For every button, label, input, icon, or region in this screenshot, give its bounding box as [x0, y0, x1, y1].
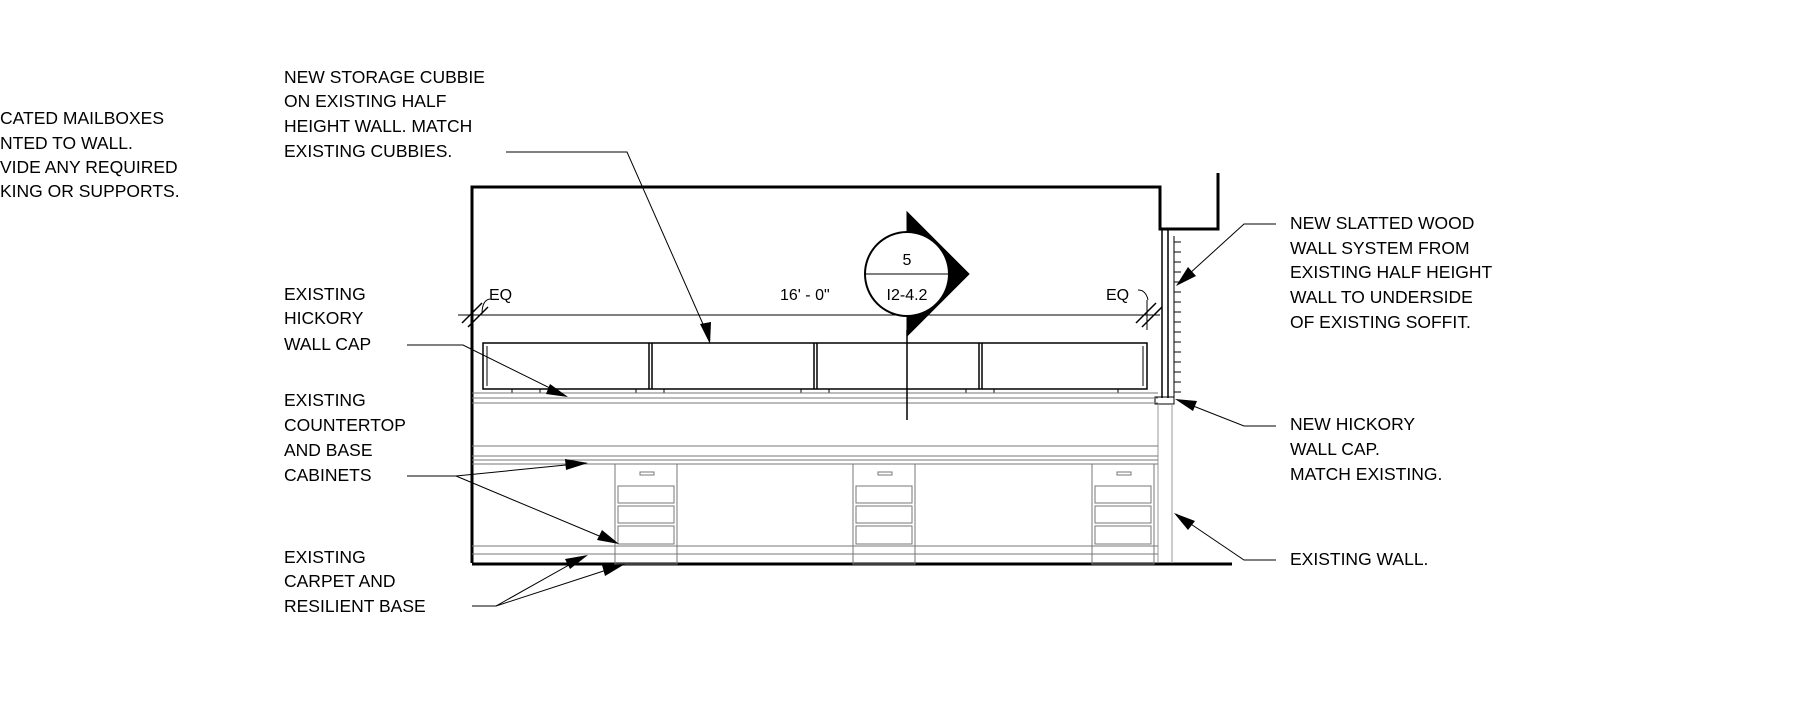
note-mailboxes: CATED MAILBOXES NTED TO WALL. VIDE ANY R…: [0, 108, 180, 201]
note-countertop-line-4: CABINETS: [284, 465, 372, 485]
note-carpet: EXISTING CARPET AND RESILIENT BASE: [284, 547, 426, 616]
note-wall-cap-existing-line-1: EXISTING: [284, 284, 366, 304]
note-storage-cubbie-line-4: EXISTING CUBBIES.: [284, 141, 452, 161]
note-storage-cubbie-line-1: NEW STORAGE CUBBIE: [284, 67, 485, 87]
leader-wall-cap-new: [1175, 399, 1276, 427]
slatted-wood-wall: [1154, 229, 1181, 563]
note-storage-cubbie-line-3: HEIGHT WALL. MATCH: [284, 116, 472, 136]
note-carpet-line-2: CARPET AND: [284, 571, 396, 591]
note-slatted-wood-line-3: EXISTING HALF HEIGHT: [1290, 262, 1493, 282]
note-wall-cap-new: NEW HICKORY WALL CAP. MATCH EXISTING.: [1290, 414, 1442, 484]
note-slatted-wood-line-2: WALL SYSTEM FROM: [1290, 238, 1470, 258]
base-cabinet-2: [852, 463, 916, 565]
base-cabinet-3: [1091, 463, 1155, 565]
note-countertop-line-1: EXISTING: [284, 390, 366, 410]
dimension-eq-left: EQ: [489, 287, 512, 304]
dimension-eq-right: EQ: [1106, 287, 1129, 304]
note-storage-cubbie: NEW STORAGE CUBBIE ON EXISTING HALF HEIG…: [284, 67, 485, 161]
note-mailboxes-line-4: KING OR SUPPORTS.: [0, 181, 180, 201]
leader-slatted-wood: [1176, 223, 1276, 286]
note-slatted-wood-line-5: OF EXISTING SOFFIT.: [1290, 312, 1471, 332]
leader-existing-wall: [1174, 513, 1276, 561]
note-slatted-wood-line-1: NEW SLATTED WOOD: [1290, 213, 1474, 233]
note-carpet-line-1: EXISTING: [284, 547, 366, 567]
note-existing-wall-line-1: EXISTING WALL.: [1290, 549, 1428, 569]
note-slatted-wood: NEW SLATTED WOOD WALL SYSTEM FROM EXISTI…: [1290, 213, 1493, 332]
note-carpet-line-3: RESILIENT BASE: [284, 596, 426, 616]
section-number: 5: [903, 252, 912, 269]
leader-carpet: [472, 555, 625, 607]
leader-countertop: [407, 459, 619, 544]
note-existing-wall: EXISTING WALL.: [1290, 549, 1428, 569]
section-sheet: I2-4.2: [887, 287, 928, 304]
note-countertop: EXISTING COUNTERTOP AND BASE CABINETS: [284, 390, 406, 485]
note-slatted-wood-line-4: WALL TO UNDERSIDE: [1290, 287, 1473, 307]
note-wall-cap-new-line-2: WALL CAP.: [1290, 439, 1380, 459]
wall-outline: [470, 173, 1232, 566]
leader-storage-cubbie: [506, 151, 711, 344]
base-cabinet-1: [614, 463, 678, 565]
note-countertop-line-3: AND BASE: [284, 440, 373, 460]
new-wall-cap: [1154, 396, 1175, 405]
storage-cubbies: [482, 342, 1148, 393]
note-mailboxes-line-3: VIDE ANY REQUIRED: [0, 157, 178, 177]
section-marker: 5 I2-4.2: [864, 210, 970, 420]
note-mailboxes-line-2: NTED TO WALL.: [0, 133, 133, 153]
note-wall-cap-existing-line-3: WALL CAP: [284, 334, 371, 354]
note-mailboxes-line-1: CATED MAILBOXES: [0, 108, 164, 128]
dimension-string: EQ 16' - 0" EQ: [458, 287, 1163, 330]
note-countertop-line-2: COUNTERTOP: [284, 415, 406, 435]
note-wall-cap-existing: EXISTING HICKORY WALL CAP: [284, 284, 371, 354]
note-wall-cap-new-line-3: MATCH EXISTING.: [1290, 464, 1442, 484]
note-storage-cubbie-line-2: ON EXISTING HALF: [284, 91, 446, 111]
existing-countertop: [472, 445, 1158, 465]
leader-wall-cap-existing: [407, 344, 568, 397]
dimension-overall: 16' - 0": [780, 287, 830, 304]
existing-wall-cap: [472, 392, 1158, 404]
note-wall-cap-existing-line-2: HICKORY: [284, 308, 364, 328]
note-wall-cap-new-line-1: NEW HICKORY: [1290, 414, 1415, 434]
carpet-base: [472, 545, 1158, 555]
